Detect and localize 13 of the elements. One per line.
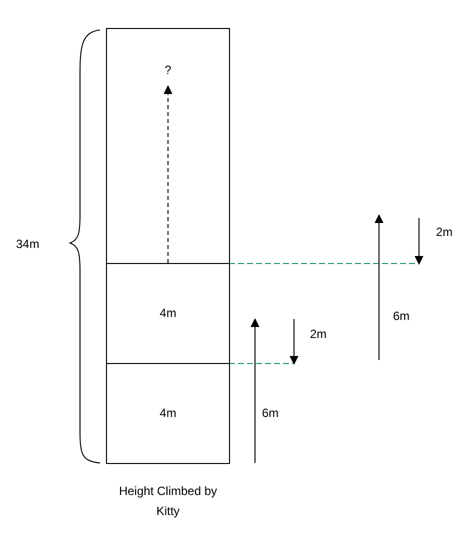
measurement-label: 6m [262,405,279,422]
segment-label: 4m [158,405,178,422]
segment-label: 4m [158,305,178,322]
measurement-label: 2m [310,326,327,343]
caption: Height Climbed by Kitty [118,483,218,520]
segment-box [106,263,230,364]
dashed-arrow [164,85,172,264]
measurement-label: 34m [16,236,40,253]
segment-box [106,363,230,464]
measurement-label: 6m [393,308,410,325]
measurement-label: 2m [436,224,453,241]
segment-box [106,28,230,264]
segment-label: ? [164,62,172,79]
